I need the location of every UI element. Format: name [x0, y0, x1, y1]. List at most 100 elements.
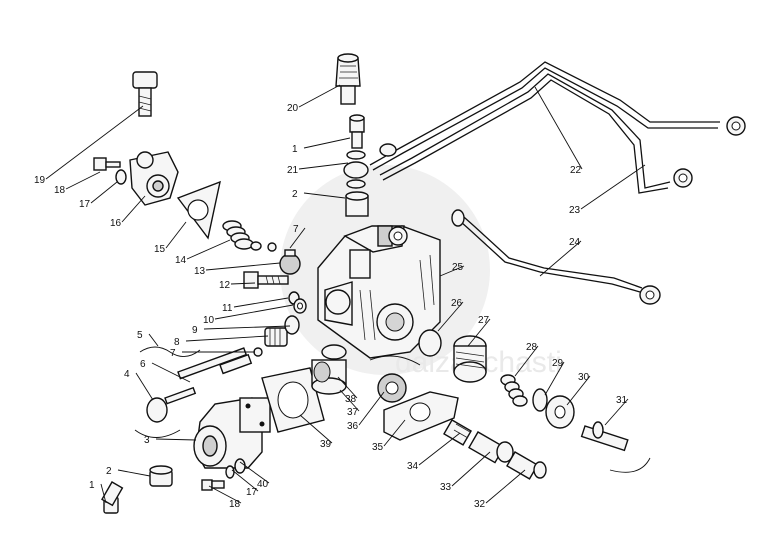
callout-leader-c17b — [231, 469, 259, 492]
part-spring-28 — [500, 374, 528, 407]
callout-leader-c23 — [580, 164, 646, 210]
callout-number-c40: 40 — [257, 479, 269, 490]
part-injector — [443, 419, 547, 480]
callout-leader-c2a — [117, 469, 151, 477]
callout-number-c10: 10 — [203, 315, 215, 326]
callout-leader-c19 — [45, 105, 144, 180]
callout-number-c7b: 7 — [293, 224, 299, 235]
callout-leader-c11 — [233, 297, 289, 308]
callout-number-c35: 35 — [372, 442, 384, 453]
callout-leader-c33 — [451, 451, 491, 487]
callout-number-c18a: 18 — [54, 185, 66, 196]
callout-number-c33: 33 — [440, 482, 452, 493]
callout-leader-c20 — [298, 84, 341, 108]
callout-leader-c5 — [148, 333, 159, 347]
callout-leader-c25 — [439, 265, 465, 277]
callout-number-c17b: 17 — [246, 487, 258, 498]
callout-leader-c21 — [298, 162, 349, 170]
part-bottom-fittings — [101, 458, 246, 514]
callout-leader-c1a — [100, 483, 107, 504]
part-coil-27 — [453, 335, 487, 383]
part-valve-13 — [267, 242, 301, 275]
callout-leader-c17a — [90, 181, 118, 204]
callout-leader-c24 — [539, 240, 582, 277]
callout-leader-c38 — [337, 376, 358, 399]
callout-leader-c34 — [418, 432, 461, 466]
callout-leader-c18b — [208, 485, 242, 504]
callout-number-c39: 39 — [320, 439, 332, 450]
callout-leader-c29 — [544, 361, 565, 396]
part-washers-11-10 — [288, 291, 307, 314]
callout-number-c32: 32 — [474, 499, 486, 510]
callout-number-c19: 19 — [34, 175, 46, 186]
callout-number-c26: 26 — [451, 298, 463, 309]
callout-number-c1b: 1 — [292, 144, 298, 155]
callout-number-c20: 20 — [287, 103, 299, 114]
callout-leader-c6 — [151, 362, 191, 383]
callout-number-c30: 30 — [578, 372, 590, 383]
callout-number-c1a: 1 — [89, 480, 95, 491]
callout-number-c12: 12 — [219, 280, 231, 291]
callout-leader-c3 — [155, 438, 197, 441]
callout-leader-c10 — [214, 304, 294, 320]
callout-number-c8: 8 — [174, 337, 180, 348]
callout-leader-c31 — [604, 398, 629, 426]
part-piston-rod — [134, 315, 300, 438]
callout-number-c29: 29 — [552, 358, 564, 369]
callout-number-c25: 25 — [452, 262, 464, 273]
callout-leader-c35 — [383, 419, 406, 447]
callout-leader-c18a — [65, 171, 101, 190]
part-fuel-pipes — [369, 61, 746, 305]
part-sleeve — [311, 344, 347, 395]
part-banjo-bolt — [132, 71, 158, 117]
callout-number-c23: 23 — [569, 205, 581, 216]
callout-number-c36: 36 — [347, 421, 359, 432]
callout-leader-c37 — [339, 389, 360, 412]
callout-leader-c36 — [358, 391, 385, 426]
callout-leader-c8 — [185, 335, 269, 342]
callout-number-c34: 34 — [407, 461, 419, 472]
part-cylinder-housing — [193, 397, 271, 469]
callout-number-c2a: 2 — [106, 466, 112, 477]
callout-leader-c26 — [437, 301, 464, 332]
callout-number-c4: 4 — [124, 369, 130, 380]
callout-number-c11: 11 — [222, 303, 233, 314]
callout-number-c14: 14 — [175, 255, 187, 266]
callout-number-c7a: 7 — [170, 348, 176, 359]
callout-leader-c12 — [230, 282, 256, 285]
callout-number-c31: 31 — [616, 395, 628, 406]
callout-leader-c15 — [165, 221, 187, 249]
part-pin-31 — [580, 421, 651, 473]
part-gasket-square — [261, 367, 325, 433]
callout-number-c5: 5 — [137, 330, 143, 341]
callout-leader-c28 — [514, 345, 539, 377]
part-rings-29-30 — [532, 388, 575, 429]
part-bleed-cap — [335, 53, 361, 105]
callout-number-c38: 38 — [345, 394, 357, 405]
callout-leader-c4 — [135, 372, 154, 401]
callout-leader-c27 — [467, 318, 491, 347]
callout-number-c17a: 17 — [79, 199, 91, 210]
callout-leader-c40 — [239, 461, 270, 484]
callout-leader-c2b — [303, 192, 346, 199]
part-fitting-stack — [343, 114, 369, 217]
callout-number-c3: 3 — [144, 435, 150, 446]
callout-leader-c32 — [485, 469, 526, 504]
callout-number-c9: 9 — [192, 325, 198, 336]
callout-leader-c39 — [299, 414, 333, 444]
part-bolt-12 — [243, 271, 289, 289]
part-banjo-fitting — [129, 151, 179, 206]
callout-number-c27: 27 — [478, 315, 490, 326]
callout-leader-c22 — [534, 86, 583, 170]
callout-number-c21: 21 — [287, 165, 299, 176]
callout-leader-c16 — [121, 195, 146, 223]
callout-number-c22: 22 — [570, 165, 582, 176]
callout-number-c28: 28 — [526, 342, 538, 353]
callout-leader-c30 — [566, 375, 591, 406]
callout-number-c24: 24 — [569, 237, 581, 248]
part-bolt-top — [93, 157, 127, 185]
callout-labels: 1122345677891011121314151617171818192021… — [34, 84, 646, 510]
part-spring-14 — [222, 220, 262, 251]
callout-number-c13: 13 — [194, 266, 206, 277]
